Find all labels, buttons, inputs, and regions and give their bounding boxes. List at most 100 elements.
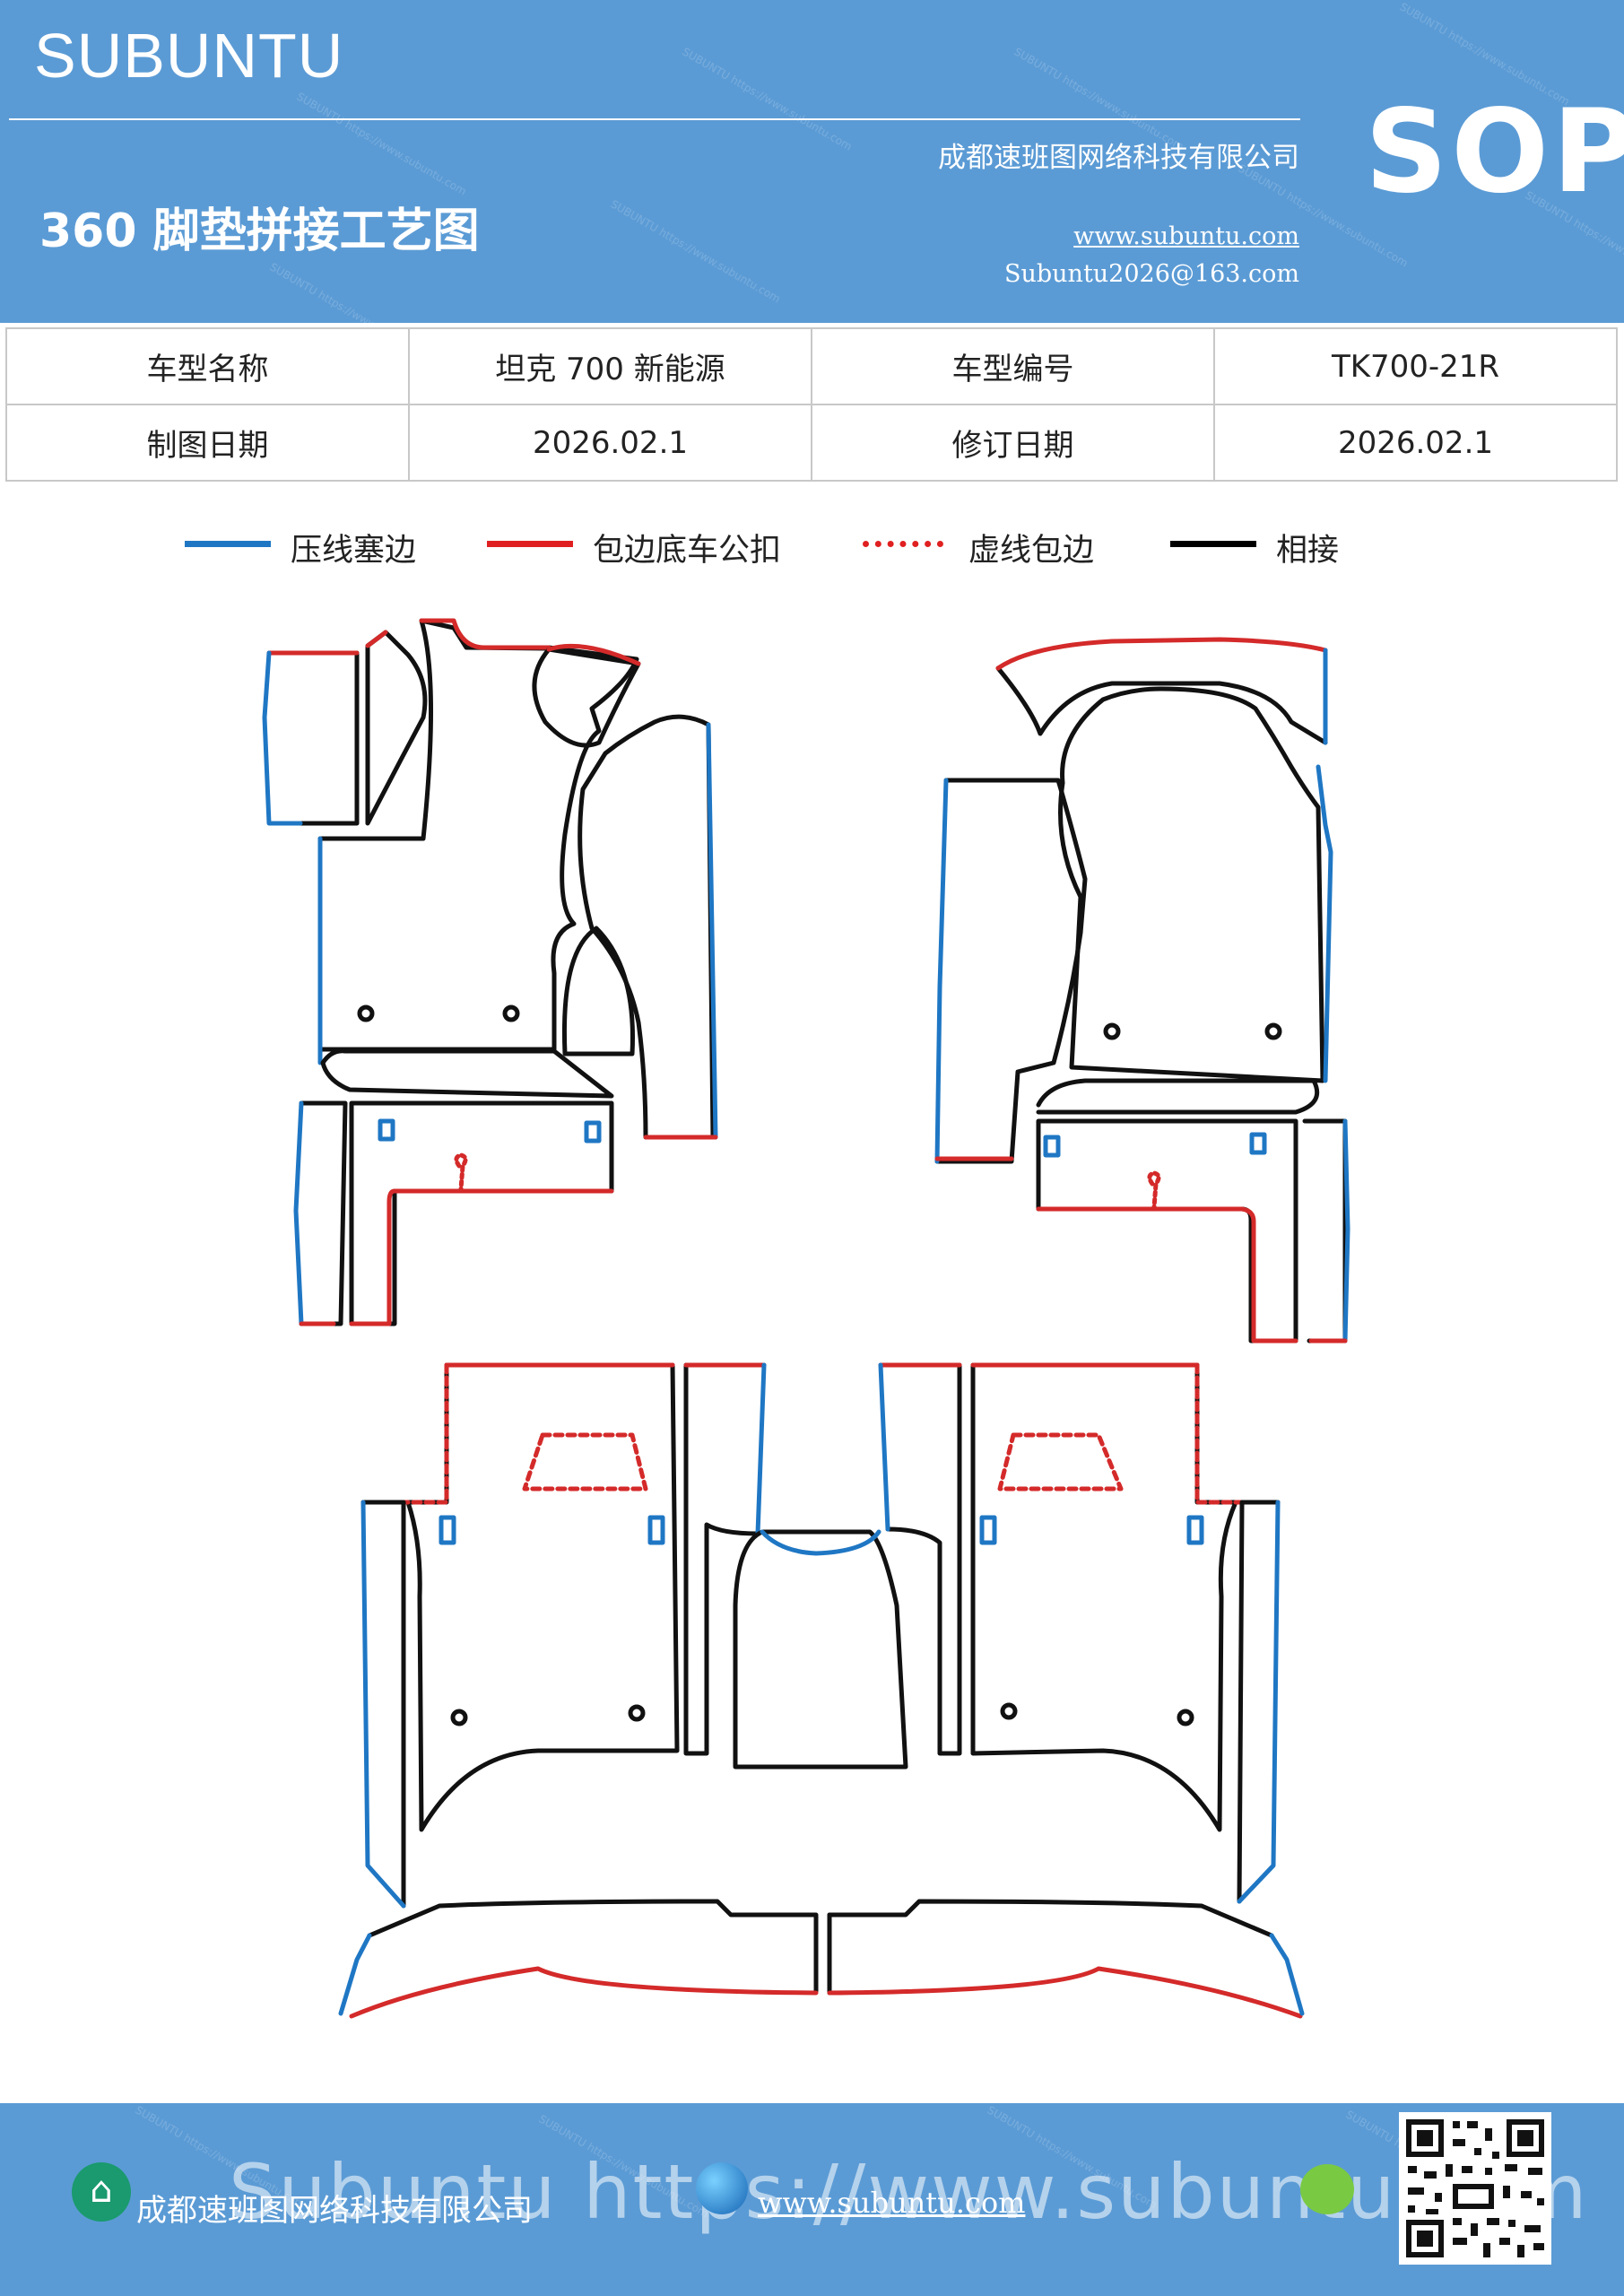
table-cell: 2026.02.1 (408, 404, 812, 482)
svg-text:SUBUNTU https://www.subuntu.co: SUBUNTU https://www.subuntu.com (681, 45, 855, 152)
table-cell: 车型编号 (811, 327, 1215, 405)
footer-banner: SUBUNTU https://www.subuntu.com SUBUNTU … (0, 2103, 1624, 2296)
vehicle-info-table: 车型名称 坦克 700 新能源 车型编号 TK700-21R 制图日期 2026… (5, 327, 1618, 482)
mat-outline-blue (706, 722, 718, 1140)
website-link[interactable]: www.subuntu.com (1073, 222, 1299, 250)
mat-outline-red (349, 1188, 614, 1326)
mat-outline-black (317, 618, 639, 1052)
table-row: 车型名称 坦克 700 新能源 车型编号 TK700-21R (5, 327, 1618, 405)
clip-slot (1043, 1135, 1061, 1158)
mat-outline-black (561, 926, 635, 1057)
table-cell: 车型名称 (5, 327, 410, 405)
clip-slot (647, 1515, 665, 1545)
mat-outline-red (349, 1966, 819, 2019)
mat-outline-black (532, 647, 641, 748)
mat-outline-red (360, 1362, 449, 1505)
mat-outline-red (419, 618, 551, 650)
mat-outline-black (1237, 1500, 1281, 1904)
legend-label: 包边底车公扣 (593, 533, 782, 569)
mat-outline-black (1036, 1078, 1320, 1115)
mat-outline-black (1302, 1118, 1348, 1344)
mat-outline-red (365, 630, 388, 648)
clip-slot (1249, 1132, 1267, 1155)
floor-mat-diagram (262, 618, 1350, 2019)
table-cell: TK700-21R (1213, 327, 1618, 405)
footer-company-name: 成都速班图网络科技有限公司 (136, 2193, 533, 2229)
mat-outline-black (934, 778, 1088, 1164)
footer-watermark-text: Subuntu https://www.subuntu.com (229, 2148, 1589, 2236)
mat-outline-black (320, 1048, 614, 1099)
dotted-outline (522, 1432, 648, 1492)
mat-outline-blue (262, 650, 303, 826)
header-divider (9, 118, 1300, 120)
mat-outline-black (885, 1362, 962, 1756)
mat-hole (1103, 1022, 1121, 1040)
mat-outline-blue (338, 1933, 372, 2016)
front-right-mat-group (934, 637, 1350, 1344)
mat-outline-black (360, 1500, 406, 1909)
document-title: 360 脚垫拼接工艺图 (39, 204, 480, 258)
legend-label: 相接 (1276, 533, 1340, 569)
table-cell: 制图日期 (5, 404, 410, 482)
mat-hole (357, 1004, 375, 1022)
legend-swatch-black (1170, 541, 1256, 547)
table-cell: 修订日期 (811, 404, 1215, 482)
sop-badge: SOP (1365, 85, 1624, 219)
table-cell: 2026.02.1 (1213, 404, 1618, 482)
mat-outline-black (298, 650, 360, 826)
mat-outline-black (827, 1899, 1274, 1938)
mat-hole (628, 1704, 646, 1722)
header-banner: SUBUNTU https://www.subuntu.com SUBUNTU … (0, 0, 1624, 323)
mat-outline-red (827, 1966, 1303, 2019)
legend-label: 压线塞边 (291, 533, 417, 569)
mat-outline-black (365, 630, 428, 826)
company-name: 成都速班图网络科技有限公司 (938, 142, 1299, 174)
legend-swatch-red (487, 541, 573, 547)
globe-icon (696, 2162, 748, 2214)
mat-outline-black (683, 1362, 760, 1756)
mat-outline-red (1194, 1362, 1281, 1505)
building-icon (72, 2162, 131, 2222)
mat-outline-black (405, 1362, 680, 1832)
front-left-mat-group (262, 618, 718, 1326)
clip-slot (378, 1118, 395, 1142)
mat-hole (1264, 1022, 1282, 1040)
mat-outline-blue (934, 778, 949, 1164)
clip-slot (979, 1515, 997, 1545)
contact-email[interactable]: Subuntu2026@163.com (1004, 260, 1299, 288)
mat-outline-red (546, 643, 641, 666)
mat-outline-blue (878, 1362, 890, 1532)
qr-code-icon[interactable] (1399, 2112, 1551, 2265)
mat-outline-blue (1316, 764, 1333, 1083)
table-cell: 坦克 700 新能源 (408, 327, 812, 405)
mat-outline-red (995, 637, 1328, 671)
table-row: 制图日期 2026.02.1 修订日期 2026.02.1 (5, 404, 1618, 482)
mat-outline-blue (1269, 1933, 1305, 2016)
mat-outline-blue (755, 1362, 767, 1536)
legend: 压线塞边 包边底车公扣 虚线包边 相接 (0, 525, 1624, 578)
clip-slot (584, 1120, 602, 1144)
mat-outline-black (578, 714, 716, 1140)
mat-outline-blue (1237, 1500, 1281, 1904)
mat-outline-blue (1342, 1118, 1350, 1344)
mat-outline-red (1036, 1206, 1298, 1344)
clip-slot (1186, 1515, 1204, 1545)
clip-dotted (454, 1152, 468, 1192)
legend-swatch-red-dotted (863, 541, 943, 547)
dotted-outline (997, 1432, 1124, 1492)
mat-outline-blue (760, 1529, 881, 1556)
mat-outline-black (970, 1362, 1238, 1832)
mat-hole (502, 1004, 520, 1022)
wechat-icon (1300, 2164, 1354, 2214)
svg-text:SUBUNTU https://www.subuntu.co: SUBUNTU https://www.subuntu.com (609, 197, 783, 305)
footer-website-link[interactable]: www.subuntu.com (758, 2186, 1026, 2220)
clip-slot (439, 1515, 456, 1545)
svg-text:SUBUNTU https://www.subuntu.co: SUBUNTU https://www.subuntu.com (295, 90, 469, 197)
svg-text:SUBUNTU https://www.subuntu.co: SUBUNTU https://www.subuntu.com (268, 260, 442, 323)
legend-label: 虚线包边 (968, 533, 1095, 569)
legend-swatch-blue (185, 541, 271, 547)
brand-logo-text: SUBUNTU (34, 21, 344, 91)
mat-outline-black (733, 1529, 908, 1770)
mat-outline-black (299, 1100, 348, 1326)
mat-outline-black (1058, 686, 1325, 1083)
